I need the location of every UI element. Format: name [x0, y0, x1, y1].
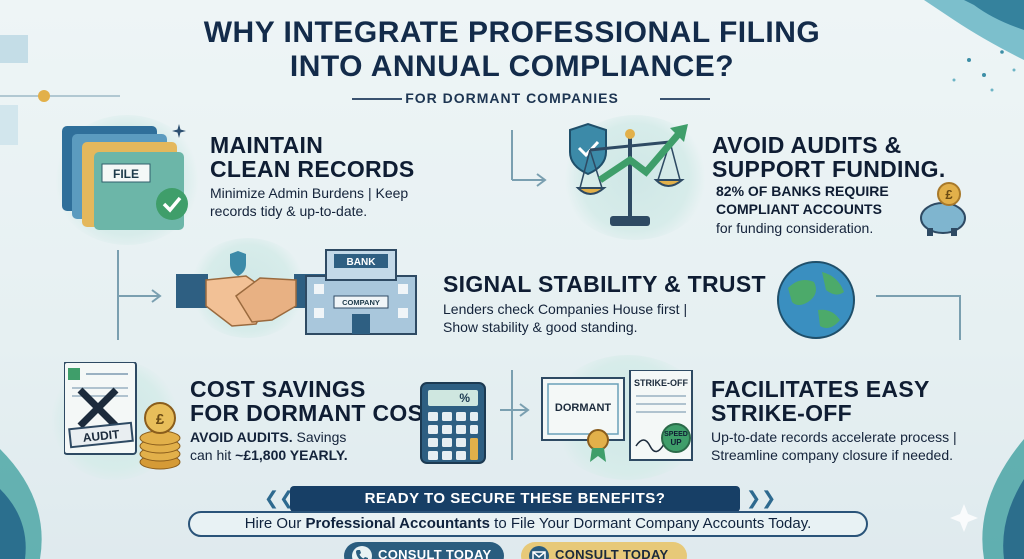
phone-icon	[352, 546, 372, 559]
cta-message-prefix: Hire Our	[244, 515, 306, 532]
company-sign-label: COMPANY	[342, 298, 380, 307]
corner-decoration-bottom-right	[950, 439, 1024, 559]
audits-text: for funding consideration.	[716, 220, 874, 236]
savings-text-line-1: AVOID AUDITS. Savings	[190, 428, 346, 446]
strikeoff-document-label: STRIKE-OFF	[634, 378, 688, 388]
consult-email-label: CONSULT TODAY	[555, 547, 669, 559]
speed-stamp-line-1: SPEED	[664, 431, 688, 438]
speed-stamp-line-2: UP	[670, 438, 682, 447]
stability-text-2: Show stability & good standing.	[443, 319, 638, 335]
chevron-right-icon: ❯❯	[746, 488, 777, 509]
audits-heading-2: SUPPORT FUNDING.	[712, 156, 946, 182]
file-folders-icon: FILE	[62, 126, 188, 230]
savings-bold-prefix: AVOID AUDITS.	[190, 429, 293, 445]
audits-heading-1: AVOID AUDITS &	[712, 132, 902, 158]
savings-heading-2: FOR DORMANT COS.	[190, 400, 430, 426]
calculator-display: %	[459, 391, 470, 405]
savings-text-line-2: can hit ~£1,800 YEARLY.	[190, 446, 348, 464]
envelope-icon	[529, 546, 549, 559]
records-text-1: Minimize Admin Burdens | Keep	[210, 185, 409, 201]
strikeoff-heading-1: FACILITATES EASY	[711, 376, 930, 402]
stability-heading: SIGNAL STABILITY & TRUST	[443, 271, 766, 297]
records-heading-2: CLEAN RECORDS	[210, 156, 415, 182]
savings-text-mid: Savings	[292, 429, 347, 445]
consult-phone-label: CONSULT TODAY	[378, 547, 492, 559]
cta-banner: READY TO SECURE THESE BENEFITS?	[290, 486, 740, 512]
audit-document-icon: AUDIT £	[64, 362, 181, 470]
handshake-icon	[176, 251, 326, 327]
savings-heading-1: COST SAVINGS	[190, 376, 366, 402]
cta-message-bold: Professional Accountants	[305, 515, 491, 532]
audits-stat-line-2: COMPLIANT ACCOUNTS	[716, 201, 882, 217]
subtitle-rule-right	[660, 98, 710, 100]
audit-stamp-label: AUDIT	[82, 427, 121, 445]
page-subtitle: FOR DORMANT COMPANIES	[405, 90, 619, 106]
calculator-icon: %	[420, 382, 486, 464]
consult-phone-button[interactable]: CONSULT TODAY	[344, 542, 504, 559]
piggy-coin-symbol: £	[945, 187, 953, 202]
audits-stat-line-1: 82% OF BANKS REQUIRE	[716, 183, 889, 199]
scales-growth-icon	[569, 122, 688, 226]
corner-decoration-top-left	[0, 35, 120, 145]
globe-icon	[777, 261, 855, 339]
stability-text-1: Lenders check Companies House first |	[443, 301, 688, 317]
coin-symbol: £	[156, 411, 165, 428]
bank-sign-label: BANK	[347, 257, 377, 268]
page-title-line-2: INTO ANNUAL COMPLIANCE?	[289, 50, 735, 83]
chevron-left-icon: ❮❮	[264, 488, 295, 509]
dormant-certificate-label: DORMANT	[555, 402, 611, 414]
sparkle-icon	[172, 124, 186, 138]
certificates-icon: DORMANT STRIKE-OFF SPEED UP	[541, 370, 693, 462]
cta-message-suffix: to File Your Dormant Company Accounts To…	[490, 515, 812, 532]
records-text-2: records tidy & up-to-date.	[210, 203, 368, 219]
strikeoff-text-1: Up-to-date records accelerate process |	[711, 429, 957, 445]
cta-message: Hire Our Professional Accountants to Fil…	[188, 511, 868, 537]
consult-email-button[interactable]: CONSULT TODAY	[521, 542, 687, 559]
file-tab-label: FILE	[113, 167, 139, 181]
savings-text-prefix: can hit	[190, 447, 236, 463]
records-heading-1: MAINTAIN	[210, 132, 324, 158]
savings-bold-amount: ~£1,800 YEARLY.	[235, 447, 348, 463]
strikeoff-text-2: Streamline company closure if needed.	[711, 447, 954, 463]
corner-decoration-top-right	[924, 0, 1024, 92]
page-title-line-1: WHY INTEGRATE PROFESSIONAL FILING	[203, 16, 821, 49]
bank-building-icon: BANK COMPANY	[305, 249, 417, 335]
subtitle-rule-left	[352, 98, 402, 100]
strikeoff-heading-2: STRIKE-OFF	[711, 400, 852, 426]
piggy-bank-icon: £	[920, 182, 966, 236]
corner-decoration-bottom-left	[0, 449, 42, 559]
